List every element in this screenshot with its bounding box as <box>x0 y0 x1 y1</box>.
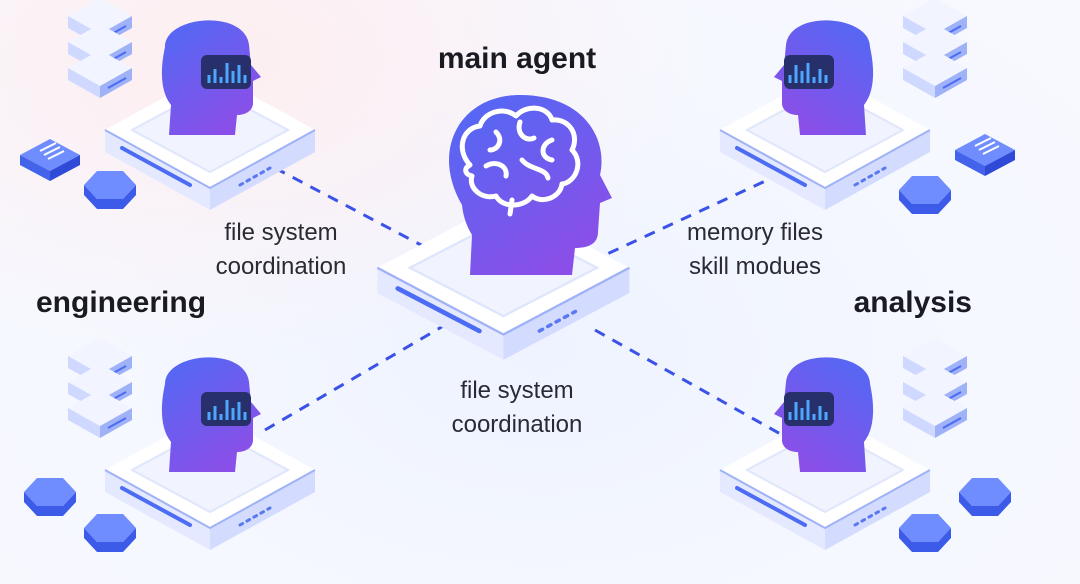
link-top-right <box>604 163 801 257</box>
connection-label-line2: skill modues <box>689 253 821 280</box>
connection-label-line1: file system <box>224 219 337 246</box>
main-agent <box>377 95 629 360</box>
connection-label-line1: file system <box>460 377 573 404</box>
chip-icon <box>19 138 81 182</box>
coin-icon <box>959 478 1011 516</box>
agent-analysis <box>718 337 1011 552</box>
connection-label-line2: coordination <box>452 411 583 438</box>
coin-icon <box>899 514 951 552</box>
coin-icon <box>84 171 136 209</box>
coin-icon <box>899 176 951 214</box>
connection-label-line2: coordination <box>216 253 347 280</box>
brain-icon <box>459 105 581 217</box>
chip-icon <box>954 133 1016 177</box>
main-head-icon <box>448 95 612 275</box>
engineering-title: engineering <box>36 286 206 319</box>
link-bottom-right <box>594 328 801 447</box>
main-agent-title: main agent <box>438 42 596 75</box>
link-bottom-left <box>264 323 446 432</box>
coin-icon <box>84 514 136 552</box>
agent-top-right <box>718 0 1016 214</box>
agent-engineering <box>24 337 317 552</box>
connection-label-line1: memory files <box>687 219 823 246</box>
coin-icon <box>24 478 76 516</box>
analysis-title: analysis <box>854 286 972 319</box>
agent-top-left <box>19 0 317 212</box>
